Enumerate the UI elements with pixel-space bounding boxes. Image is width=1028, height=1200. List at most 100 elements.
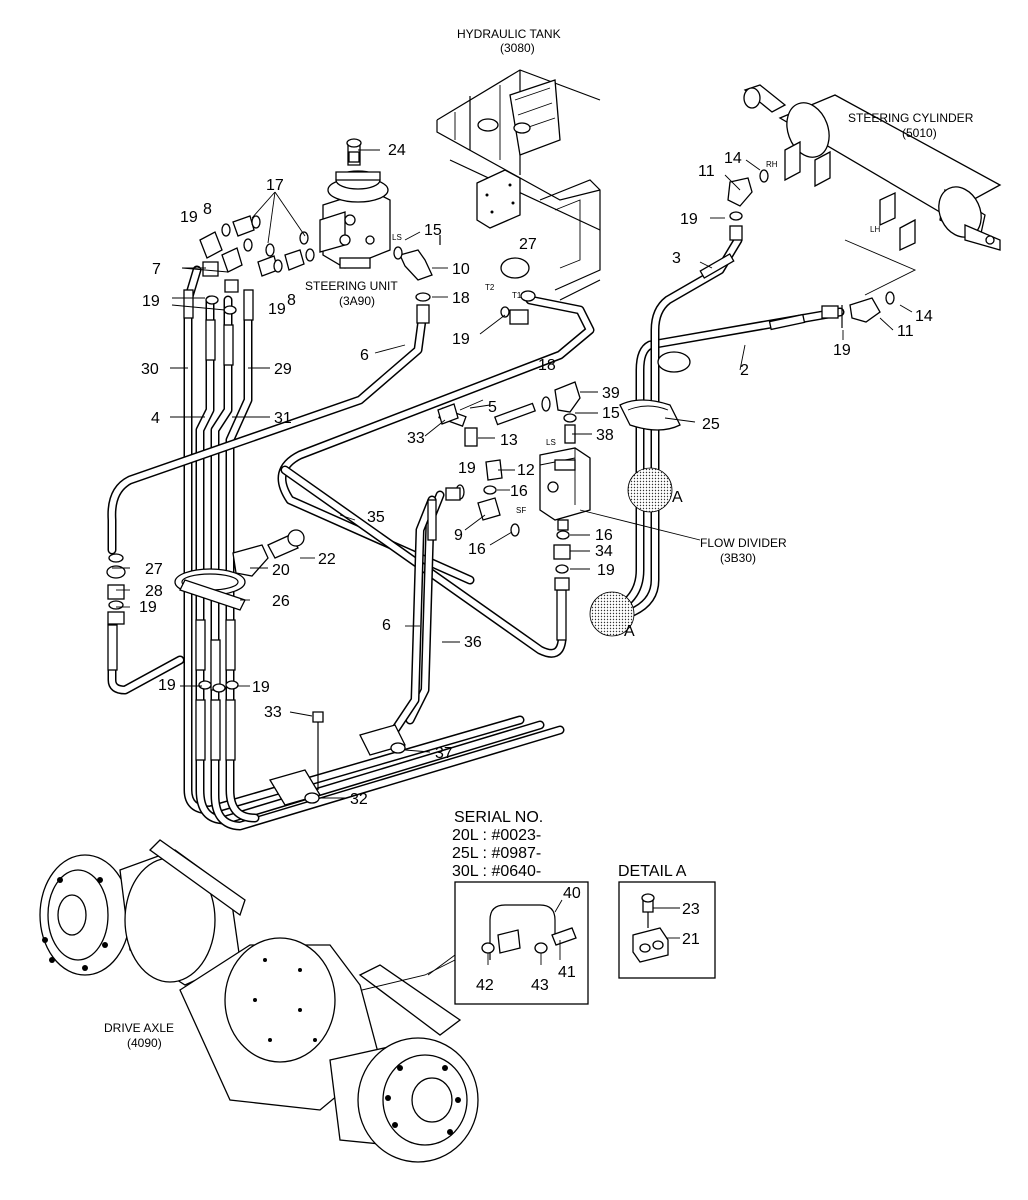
callout-33-top: 33 [407,430,425,447]
callout-18-fd: 18 [538,357,556,374]
callout-36: 36 [464,634,482,651]
detail-a-marker-upper: A [672,489,683,506]
callout-15-fd: 15 [602,405,620,422]
callout-34: 34 [595,543,613,560]
callout-19-i: 19 [139,599,157,616]
callout-8-top: 8 [203,201,212,218]
callout-11-lh: 11 [897,323,914,340]
callout-32: 32 [350,791,368,808]
detail-a-callout-23: 23 [682,901,700,918]
callout-16-a: 16 [510,483,528,500]
steering-unit-t2-port: T2 [485,283,495,292]
serial-line-25l: 25L : #0987- [452,845,541,862]
callout-18-su: 18 [452,290,470,307]
callout-24: 24 [388,142,406,159]
flow-divider-ls-port: LS [546,438,556,447]
callout-25: 25 [702,416,720,433]
steering-unit-code: (3A90) [339,294,375,308]
flow-divider [477,447,591,531]
callout-29: 29 [274,361,292,378]
detail-a-markers: A A [589,467,683,640]
callout-14-lh: 14 [915,308,933,325]
clamp-bands [174,351,691,611]
callout-8-lower: 8 [287,292,296,309]
callout-9: 9 [454,527,463,544]
callout-20: 20 [272,562,290,579]
callout-28: 28 [145,583,163,600]
hose-runs [107,235,845,831]
serial-callout-43: 43 [531,977,549,994]
callout-39: 39 [602,385,620,402]
callout-6-upper: 6 [360,347,369,364]
steering-unit-name: STEERING UNIT [305,279,398,293]
hydraulic-tank-code: (3080) [500,41,535,55]
steering-unit [319,138,391,269]
steering-unit-t1-port: T1 [512,291,522,300]
callout-37: 37 [435,745,453,762]
flow-divider-code: (3B30) [720,551,756,565]
callout-26: 26 [272,593,290,610]
callout-33-bottom: 33 [264,704,282,721]
callout-2: 2 [740,362,749,379]
fittings [106,151,895,806]
callout-27-left: 27 [145,561,163,578]
callout-16-b: 16 [468,541,486,558]
detail-a-title: DETAIL A [618,863,687,880]
callout-19-g: 19 [680,211,698,228]
drive-axle-name: DRIVE AXLE [104,1021,174,1035]
callout-35: 35 [367,509,385,526]
callout-19-f: 19 [597,562,615,579]
callout-31: 31 [274,410,292,427]
steering-cylinder [743,84,1002,296]
hose-sleeves [107,253,806,761]
callout-22: 22 [318,551,336,568]
serial-line-20l: 20L : #0023- [452,827,541,844]
callout-4: 4 [151,410,160,427]
serial-callout-42: 42 [476,977,494,994]
callout-5: 5 [488,399,497,416]
callout-19-k: 19 [252,679,270,696]
callout-19-j: 19 [158,677,176,694]
callout-3: 3 [672,250,681,267]
serial-title: SERIAL NO. [454,809,543,826]
callout-27-tank: 27 [519,236,537,253]
callout-16-c: 16 [595,527,613,544]
drive-axle [39,839,479,1163]
drive-axle-code: (4090) [127,1036,162,1050]
callout-13: 13 [500,432,518,449]
callout-12: 12 [517,462,535,479]
hydraulic-tank-frame [436,69,601,301]
callout-19-c: 19 [268,301,286,318]
callout-19-e: 19 [458,460,476,477]
callout-38: 38 [596,427,614,444]
part-callouts: 2 3 4 5 6 6 7 8 8 9 10 11 11 12 13 14 14… [139,142,933,808]
callout-10: 10 [452,261,470,278]
serial-box: SERIAL NO. 20L : #0023- 25L : #0987- 30L… [427,809,589,1005]
hydraulic-tank-name: HYDRAULIC TANK [457,27,561,41]
flow-divider-name: FLOW DIVIDER [700,536,787,550]
serial-callout-41: 41 [558,964,576,981]
callout-14-rh: 14 [724,150,742,167]
detail-a-box: DETAIL A 23 21 [618,863,716,979]
flow-divider-sf-port: SF [516,506,526,515]
component-captions: HYDRAULIC TANK (3080) STEERING CYLINDER … [104,27,974,1050]
detail-a-marker-lower: A [624,623,635,640]
steering-cylinder-name: STEERING CYLINDER [848,111,974,125]
callout-30: 30 [141,361,159,378]
callout-15-su: 15 [424,222,442,239]
steering-unit-ls-port: LS [392,233,402,242]
steering-cylinder-code: (5010) [902,126,937,140]
serial-callout-40: 40 [563,885,581,902]
callout-19-a: 19 [180,209,198,226]
steering-cylinder-lh-label: LH [870,225,880,234]
callout-7: 7 [152,261,161,278]
leader-lines [112,149,913,799]
steering-cylinder-rh-label: RH [766,160,778,169]
callout-11-rh: 11 [698,163,715,180]
serial-line-30l: 30L : #0640- [452,863,541,880]
callout-19-b: 19 [142,293,160,310]
callout-19-h: 19 [833,342,851,359]
callout-17: 17 [266,177,284,194]
callout-19-d: 19 [452,331,470,348]
